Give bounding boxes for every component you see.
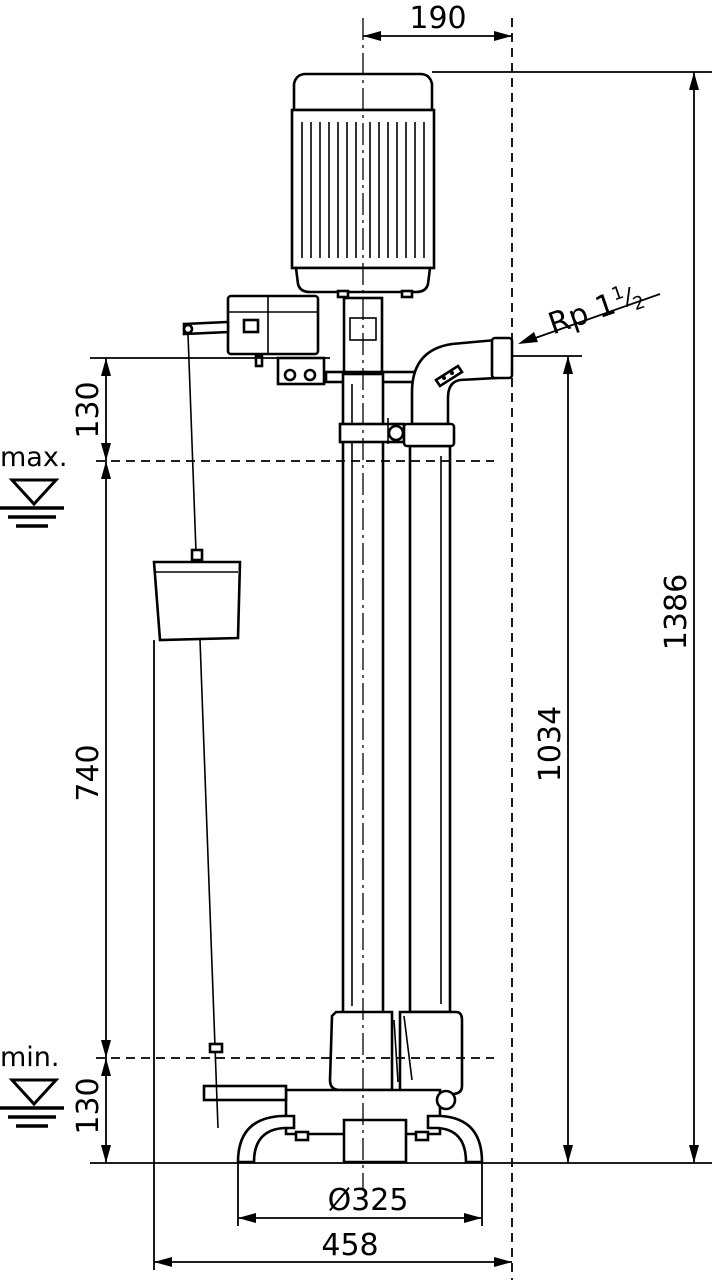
- riser-pipe: [408, 444, 452, 1014]
- dim-740: 740: [71, 461, 111, 1058]
- dim-458: 458: [154, 1228, 512, 1267]
- discharge-elbow: [410, 338, 498, 426]
- dim-190-label: 190: [409, 1, 466, 36]
- dim-1386-label: 1386: [659, 574, 694, 650]
- dim-458-label: 458: [321, 1228, 378, 1263]
- dim-130-bottom-label: 130: [71, 1077, 106, 1134]
- outlet-socket: [490, 336, 514, 380]
- mounting-plate: [276, 356, 326, 386]
- outlet-thread-denominator: 2: [630, 292, 648, 316]
- outlet-thread-label: Rp 1: [544, 287, 620, 342]
- max-level-label: max.: [0, 442, 67, 473]
- control-box-clamp: [242, 318, 260, 334]
- dim-1034: 1034: [533, 356, 573, 1163]
- control-box: [226, 294, 320, 356]
- float-cable: [187, 333, 219, 1129]
- float-weight: [190, 548, 204, 562]
- pump-volute: [328, 1010, 394, 1092]
- dim-740-label: 740: [71, 744, 106, 801]
- min-level-label: min.: [0, 1042, 60, 1073]
- pump-motor-housing: [398, 1010, 464, 1096]
- stand-foot-left: [236, 1114, 296, 1164]
- dim-130-top: 130: [71, 358, 111, 461]
- elbow-marking: [434, 364, 464, 388]
- max-level-marker: max.: [0, 442, 67, 528]
- suction-inlet: [342, 1118, 408, 1164]
- dim-325: Ø325: [238, 1183, 482, 1223]
- elbow-coupling: [402, 422, 456, 448]
- water-level-icon: [0, 478, 64, 528]
- extension-lines: [90, 71, 712, 1270]
- dim-190: 190: [363, 1, 512, 41]
- dim-1034-label: 1034: [533, 706, 568, 782]
- dim-130-top-label: 130: [71, 381, 106, 438]
- dim-325-label: Ø325: [328, 1183, 409, 1218]
- float-bracket: [202, 1084, 288, 1102]
- dim-1386: 1386: [659, 72, 699, 1163]
- pump-assembly: [152, 72, 514, 1164]
- stand-foot-right: [426, 1114, 484, 1164]
- dim-130-bottom: 130: [71, 1058, 111, 1163]
- water-level-icon: [0, 1078, 64, 1128]
- outlet-thread-callout: Rp 1 1 2: [518, 282, 661, 344]
- motor-bolt-left: [336, 289, 350, 299]
- motor-bolt-right: [400, 289, 414, 299]
- min-level-marker: min.: [0, 1042, 64, 1128]
- motor-fins: [301, 122, 425, 258]
- float-body: [152, 560, 242, 642]
